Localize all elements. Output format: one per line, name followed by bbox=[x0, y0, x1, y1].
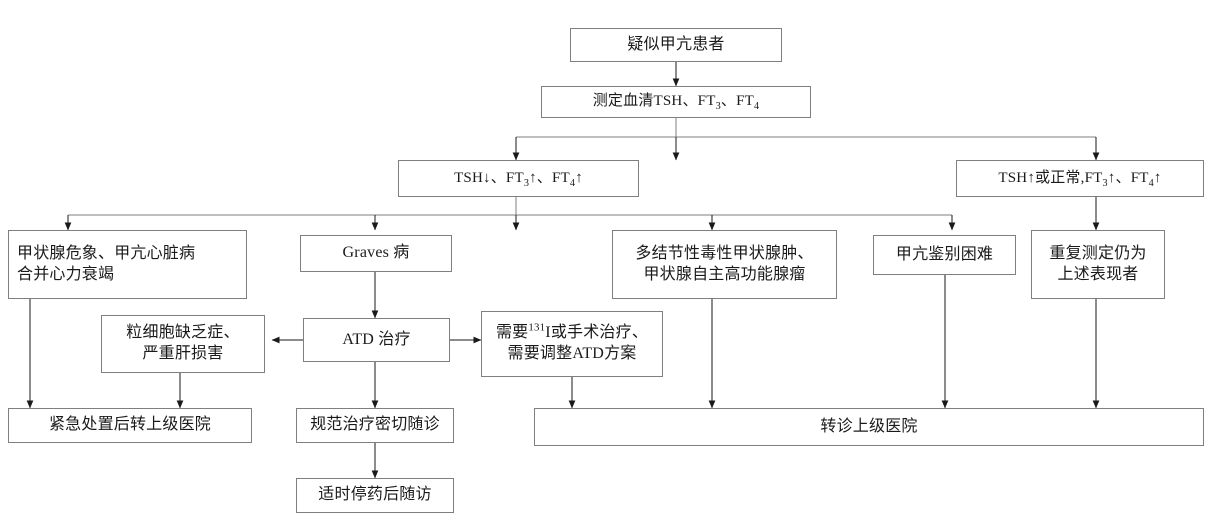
node-thyroid-crisis-label: 甲状腺危象、甲亢心脏病 合并心力衰竭 bbox=[17, 244, 196, 283]
node-stop-drug-followup[interactable]: 适时停药后随访 bbox=[296, 478, 454, 513]
node-thyroid-crisis[interactable]: 甲状腺危象、甲亢心脏病 合并心力衰竭 bbox=[8, 230, 247, 299]
node-branch-high-tsh[interactable]: TSH↑或正常,FT3↑、FT4↑ bbox=[956, 160, 1204, 197]
node-refer-upper-hospital-label: 转诊上级医院 bbox=[820, 417, 918, 435]
node-standard-treatment-followup[interactable]: 规范治疗密切随诊 bbox=[296, 408, 454, 443]
node-emergency-refer-label: 紧急处置后转上级医院 bbox=[48, 416, 211, 434]
node-atd-therapy[interactable]: ATD 治疗 bbox=[303, 318, 450, 362]
node-atd-therapy-label: ATD 治疗 bbox=[342, 330, 411, 348]
node-agranulocytosis[interactable]: 粒细胞缺乏症、 严重肝损害 bbox=[101, 315, 265, 373]
node-measure-serum[interactable]: 测定血清TSH、FT3、FT4 bbox=[541, 86, 811, 118]
node-refer-upper-hospital[interactable]: 转诊上级医院 bbox=[534, 408, 1204, 446]
node-toxic-nodular-goiter[interactable]: 多结节性毒性甲状腺肿、 甲状腺自主高功能腺瘤 bbox=[612, 230, 837, 299]
node-start-label: 疑似甲亢患者 bbox=[627, 35, 725, 53]
node-standard-treatment-followup-label: 规范治疗密切随诊 bbox=[310, 416, 440, 434]
node-emergency-refer[interactable]: 紧急处置后转上级医院 bbox=[8, 408, 252, 443]
node-hard-to-differentiate[interactable]: 甲亢鉴别困难 bbox=[873, 235, 1016, 275]
node-branch-low-tsh[interactable]: TSH↓、FT3↑、FT4↑ bbox=[398, 160, 639, 197]
node-stop-drug-followup-label: 适时停药后随访 bbox=[318, 486, 432, 504]
node-need-i131-or-surgery-label: 需要131I或手术治疗、需要调整ATD方案 bbox=[495, 321, 649, 362]
node-agranulocytosis-label: 粒细胞缺乏症、 严重肝损害 bbox=[126, 324, 240, 362]
node-hard-to-differentiate-label: 甲亢鉴别困难 bbox=[895, 245, 994, 263]
node-toxic-nodular-goiter-label: 多结节性毒性甲状腺肿、 甲状腺自主高功能腺瘤 bbox=[635, 244, 814, 283]
node-measure-serum-label: 测定血清TSH、FT3、FT4 bbox=[592, 93, 760, 113]
node-repeat-same-findings-label: 重复测定仍为 上述表现者 bbox=[1049, 244, 1147, 283]
node-need-i131-or-surgery[interactable]: 需要131I或手术治疗、需要调整ATD方案 bbox=[481, 311, 663, 377]
node-graves-disease-label: Graves 病 bbox=[342, 244, 410, 262]
node-branch-low-tsh-label: TSH↓、FT3↑、FT4↑ bbox=[454, 169, 583, 189]
node-graves-disease[interactable]: Graves 病 bbox=[300, 235, 452, 272]
node-repeat-same-findings[interactable]: 重复测定仍为 上述表现者 bbox=[1031, 230, 1165, 299]
node-branch-high-tsh-label: TSH↑或正常,FT3↑、FT4↑ bbox=[998, 169, 1162, 189]
node-start[interactable]: 疑似甲亢患者 bbox=[570, 28, 782, 62]
